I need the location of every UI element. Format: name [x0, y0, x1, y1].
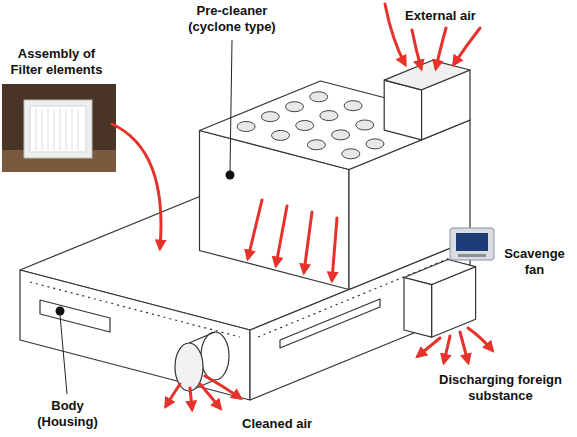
cyclone-tube — [366, 139, 384, 149]
fan-icon-body — [450, 228, 494, 260]
flow-arrow — [468, 328, 492, 350]
inlet-duct-front — [384, 80, 421, 140]
cyclone-tube — [310, 92, 328, 102]
part-label: Assembly of Filter elements — [4, 46, 109, 78]
filter-pleats — [36, 108, 78, 150]
cyclone-tube — [307, 140, 325, 150]
flow-arrow — [112, 124, 161, 248]
part-label: External air — [405, 8, 476, 24]
fan-box-front — [432, 267, 476, 338]
outlet-flange — [201, 332, 229, 380]
photo-ground — [2, 84, 116, 172]
cyclone-tube — [342, 149, 360, 159]
cyclone-tube — [344, 101, 362, 111]
leader-line — [60, 315, 67, 394]
flow-arrow — [205, 376, 240, 398]
flow-arrow — [200, 384, 220, 408]
inlet-duct-opening — [384, 60, 470, 90]
scavenge-fan-icon — [450, 228, 494, 260]
fan-box-side — [404, 278, 432, 338]
filter-element-photo — [2, 84, 116, 172]
flow-arrow — [332, 218, 337, 280]
leader-dot — [226, 171, 235, 180]
cyclone-tube — [332, 130, 350, 140]
cyclone-tube — [272, 130, 290, 140]
filter-media — [30, 106, 86, 152]
filter-element — [24, 100, 92, 158]
flow-arrow — [436, 28, 446, 68]
flow-arrow — [166, 384, 180, 406]
part-label: Discharging foreign substance — [428, 372, 573, 404]
flow-arrow — [444, 336, 450, 362]
outlet-edge — [189, 332, 215, 343]
flow-arrow — [190, 388, 192, 409]
cyclone-tube — [296, 121, 314, 131]
housing-left-face — [20, 270, 250, 400]
fan-icon-vent — [458, 254, 486, 257]
cyclone-tube — [237, 122, 255, 132]
flow-arrow — [276, 206, 287, 265]
part-label: Scavenge fan — [497, 246, 572, 278]
part-label: Pre-cleaner (cyclone type) — [177, 3, 287, 35]
flow-arrow — [412, 30, 421, 68]
flow-arrow — [385, 4, 405, 64]
cyclone-tube — [261, 112, 279, 122]
cyclone-tube — [286, 102, 304, 112]
cyclone-tube — [320, 111, 338, 121]
flow-arrow — [304, 212, 312, 272]
mounting-bracket — [40, 300, 110, 332]
part-label: Body (Housing) — [30, 398, 105, 430]
flow-arrow — [460, 332, 468, 362]
cyclone-tube — [356, 120, 374, 130]
leader-line — [230, 40, 232, 171]
mounting-bracket — [280, 299, 380, 348]
flow-arrow — [248, 200, 262, 258]
flow-arrow — [418, 338, 440, 356]
fan-icon-screen — [456, 233, 488, 251]
leader-dot — [56, 307, 65, 316]
flow-arrow — [454, 28, 480, 64]
part-label: Cleaned air — [242, 416, 312, 432]
